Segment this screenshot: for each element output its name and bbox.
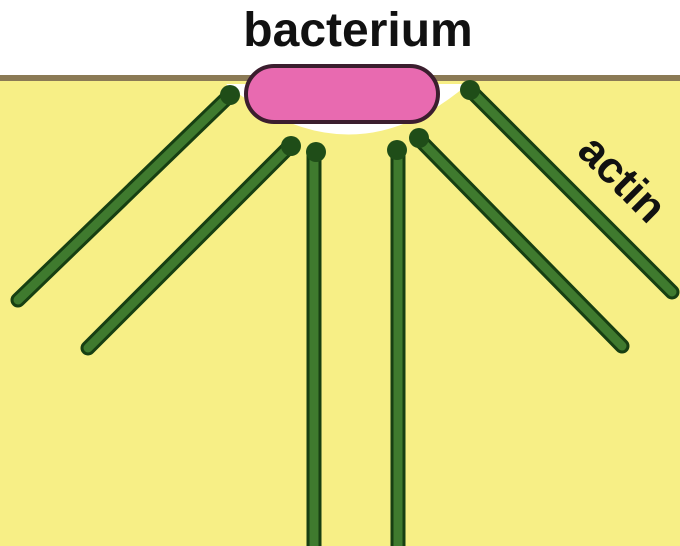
actin-node (409, 128, 429, 148)
actin-node (281, 136, 301, 156)
actin-node (220, 85, 240, 105)
actin-node (306, 142, 326, 162)
actin-node (387, 140, 407, 160)
bacterium-label: bacterium (243, 4, 472, 57)
bacterium-capsule (246, 66, 438, 122)
actin-node (460, 80, 480, 100)
